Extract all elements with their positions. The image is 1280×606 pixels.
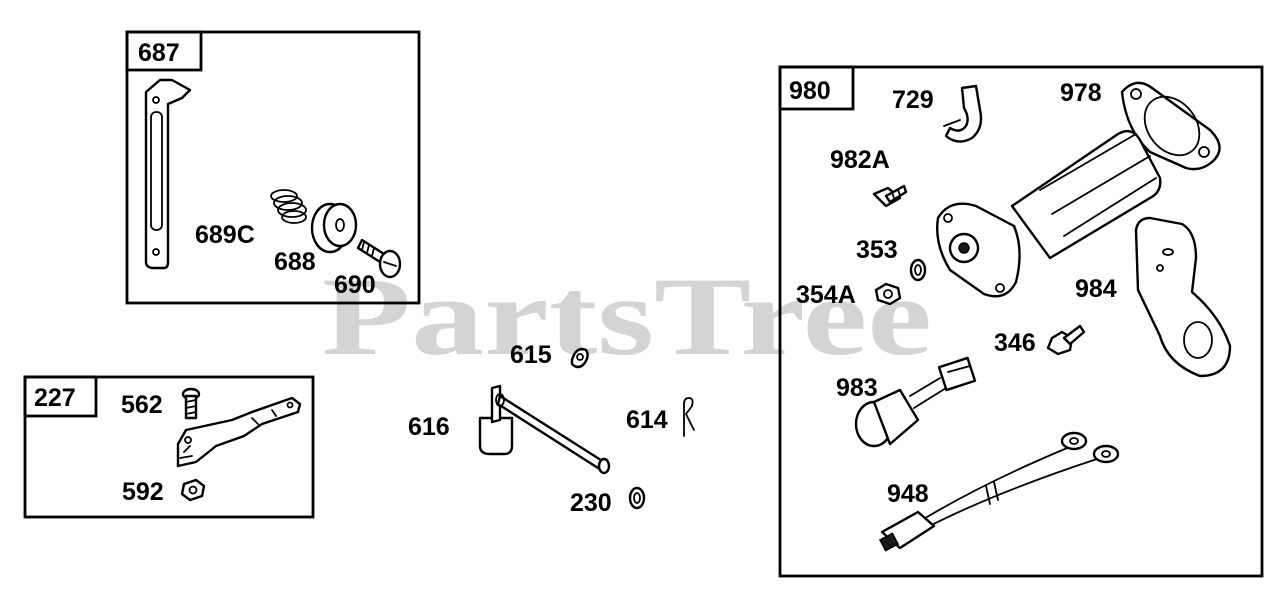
callout-592: 592	[122, 478, 164, 506]
part-bolt-346[interactable]	[1046, 324, 1086, 356]
part-bracket-687[interactable]	[144, 78, 192, 270]
callout-354A: 354A	[796, 281, 856, 309]
callout-690: 690	[334, 271, 376, 299]
part-hairpin-614[interactable]	[683, 397, 695, 437]
part-shaft-616[interactable]	[478, 384, 611, 475]
part-washer-353[interactable]	[909, 258, 927, 282]
callout-948: 948	[887, 480, 929, 508]
part-starter-motor[interactable]	[936, 129, 1162, 298]
callout-688: 688	[274, 248, 316, 276]
callout-614: 614	[626, 406, 668, 434]
part-harness-948[interactable]	[878, 431, 1120, 552]
kit-227-group: 227 562 592	[23, 375, 315, 519]
part-clamp-729[interactable]	[943, 84, 983, 143]
loose-parts-group: 615 616 614 230	[408, 341, 695, 517]
callout-689C: 689C	[195, 221, 255, 249]
kit-980-box	[778, 65, 1264, 578]
callout-346: 346	[994, 329, 1036, 357]
part-bolt-982A[interactable]	[872, 184, 908, 208]
part-switch-983[interactable]	[854, 356, 977, 448]
part-lever-227[interactable]	[176, 396, 302, 468]
callout-729: 729	[892, 86, 934, 114]
kit-980-group: 980	[778, 65, 1264, 578]
part-screw-562[interactable]	[181, 387, 201, 420]
part-spring-689C[interactable]	[270, 189, 307, 224]
callout-353: 353	[856, 236, 898, 264]
kit-687-group: 687 689C 688 690	[125, 30, 421, 305]
kit-687-tag: 687	[138, 39, 180, 67]
part-bushing-688[interactable]	[310, 202, 358, 254]
callout-984: 984	[1075, 275, 1117, 303]
part-nut-592[interactable]	[180, 478, 206, 502]
part-washer-230[interactable]	[628, 486, 646, 510]
callout-616: 616	[408, 413, 450, 441]
callout-615: 615	[510, 341, 552, 369]
part-nut-354A[interactable]	[874, 282, 902, 306]
kit-980-tag-box	[778, 65, 855, 111]
callout-978: 978	[1060, 79, 1102, 107]
kit-980-tag: 980	[789, 77, 831, 105]
kit-227-tag-box	[23, 375, 98, 418]
part-bracket-984[interactable]	[1134, 216, 1232, 378]
kit-227-box	[23, 375, 315, 519]
callout-562: 562	[121, 391, 163, 419]
callout-983: 983	[836, 374, 878, 402]
kit-687-tag-box	[125, 30, 203, 72]
watermark-text: PartsTree	[322, 255, 932, 379]
callout-230: 230	[570, 489, 612, 517]
kit-227-tag: 227	[34, 384, 76, 412]
part-clip-615[interactable]	[570, 347, 589, 369]
part-screw-690[interactable]	[356, 238, 402, 279]
callout-982A: 982A	[830, 146, 890, 174]
kit-687-box	[125, 30, 421, 305]
